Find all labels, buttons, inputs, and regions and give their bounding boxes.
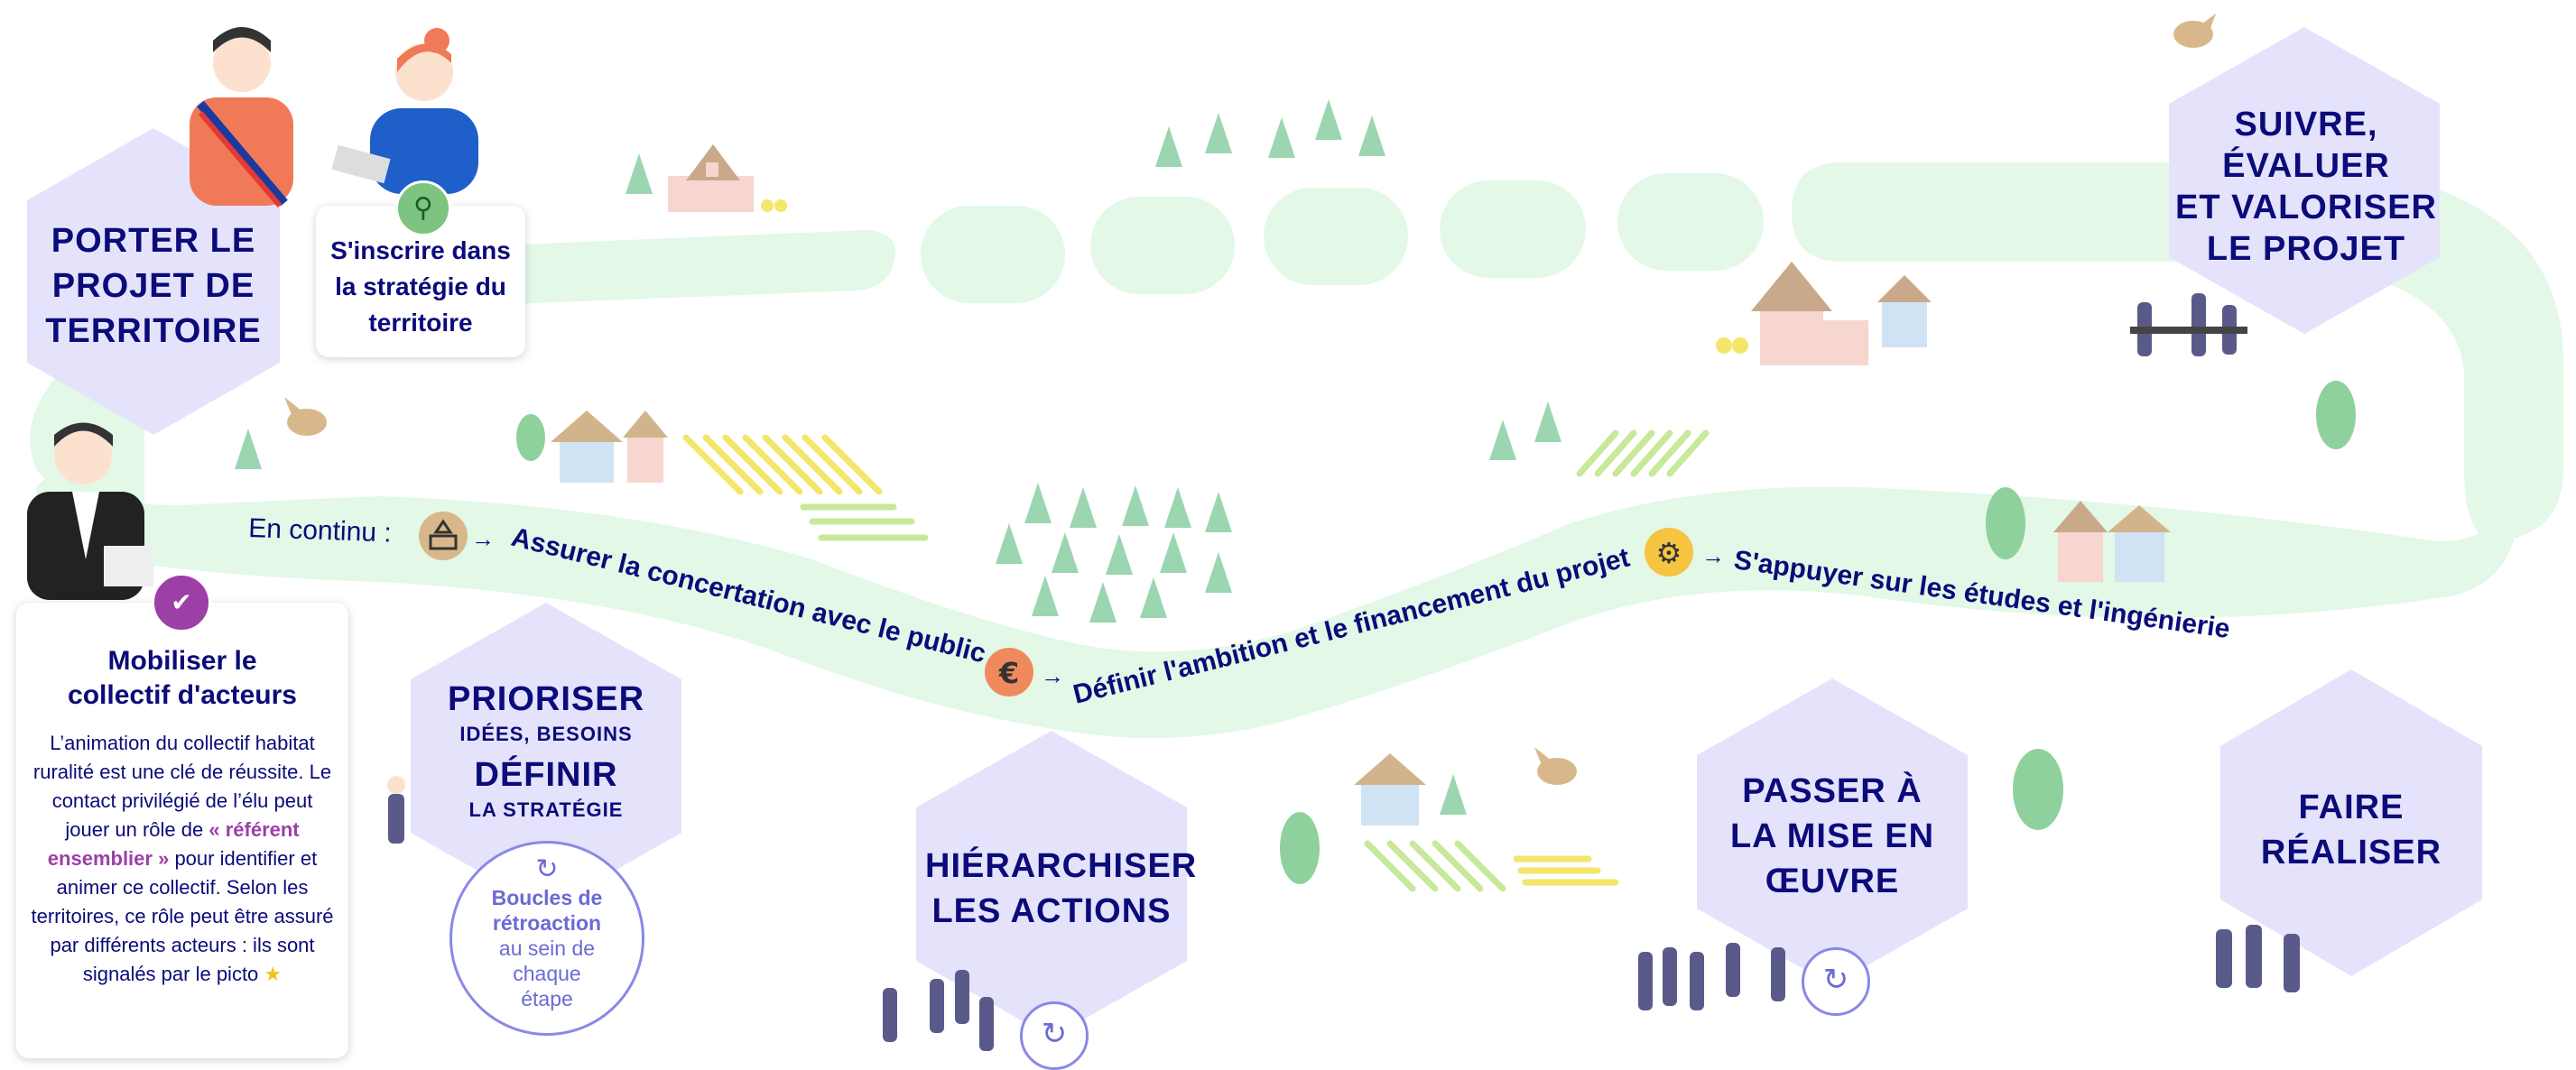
lower-road <box>36 469 2518 738</box>
star-icon: ★ <box>264 964 283 986</box>
feedback-bold: Boucles de rétroaction <box>491 886 603 935</box>
definir-sub: LA STRATÉGIE <box>468 798 624 821</box>
feedback-rest: au sein de chaque étape <box>498 936 596 1010</box>
definir-title: DÉFINIR <box>474 756 618 794</box>
svg-text:→: → <box>471 525 495 552</box>
euro-icon: € → <box>985 648 1064 696</box>
card-mobiliser: ✔ Mobiliser le collectif d'acteurs L’ani… <box>16 573 348 1058</box>
step-hierarchiser: HIÉRARCHISER LES ACTIONS <box>925 847 1198 930</box>
ballot-icon: → <box>419 512 495 560</box>
svg-text:€: € <box>998 656 1019 690</box>
trees <box>235 99 2356 884</box>
step-passer: PASSER À LA MISE EN ŒUVRE <box>1729 772 1935 900</box>
mayor-woman-figure <box>331 28 478 194</box>
svg-text:→: → <box>1701 542 1725 569</box>
houses <box>551 144 2171 826</box>
birds <box>284 14 2216 785</box>
svg-text:⚙: ⚙ <box>1656 536 1682 570</box>
feedback-loop-circle: ↻ Boucles de rétroaction au sein de chaq… <box>449 841 644 1036</box>
loop-icon-hierarchiser: ↻ <box>1020 1001 1089 1070</box>
step-prioriser-definir: PRIORISER IDÉES, BESOINS DÉFINIR LA STRA… <box>424 677 668 823</box>
location-pin-icon: ⚲ <box>395 180 451 236</box>
loop-arrow-icon: ↻ <box>535 853 559 885</box>
svg-text:→: → <box>1041 662 1064 689</box>
card-inscrire-title: S'inscrire dans la stratégie du territoi… <box>330 236 511 337</box>
step-porter: PORTER LE PROJET DE TERRITOIRE <box>45 222 262 350</box>
referent-ensemblier: « référent ensemblier » <box>47 818 300 870</box>
prioriser-sub: IDÉES, BESOINS <box>459 723 633 745</box>
user-check-icon: ✔ <box>152 573 211 632</box>
card-mobiliser-title: Mobiliser le collectif d'acteurs <box>68 646 297 710</box>
card-inscrire: ⚲ S'inscrire dans la stratégie du territ… <box>316 180 525 357</box>
elected-man-figure <box>27 422 153 600</box>
mayor-man-figure <box>190 27 293 208</box>
step-suivre: SUIVRE, ÉVALUER ET VALORISER LE PROJET <box>2175 106 2437 268</box>
people <box>27 27 2300 1051</box>
en-continu-label: En continu : <box>248 513 392 549</box>
loop-icon-passer: ↻ <box>1802 947 1870 1016</box>
card-mobiliser-body: L’animation du collectif habitat ruralit… <box>31 732 334 986</box>
step-faire: FAIRE RÉALISER <box>2260 789 2442 872</box>
fields <box>682 429 1710 892</box>
gear-icon: ⚙ → <box>1645 528 1725 577</box>
prioriser-title: PRIORISER <box>447 680 645 718</box>
